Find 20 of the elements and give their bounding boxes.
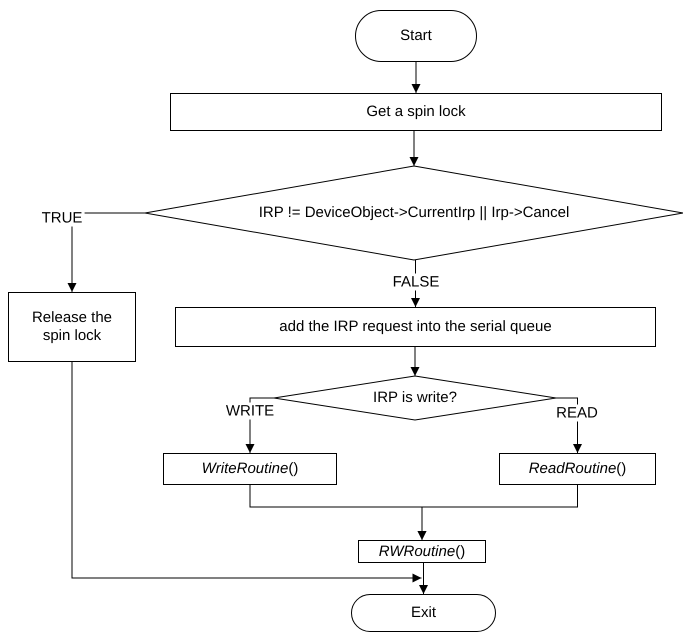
- arrow: [419, 562, 428, 594]
- arrow: [418, 484, 578, 540]
- edge-label: WRITE: [224, 402, 276, 420]
- decision-diamond: IRP is write?: [274, 376, 556, 420]
- process-box: add the IRP request into the serial queue: [175, 307, 656, 347]
- decision-diamond: IRP != DeviceObject->CurrentIrp || Irp->Cancel: [145, 166, 683, 260]
- edge-label: READ: [554, 404, 600, 422]
- edge-label: FALSE: [390, 274, 442, 290]
- arrow: [410, 346, 420, 376]
- process-box: Release the spin lock: [8, 292, 136, 362]
- start-terminal: Start: [355, 10, 477, 62]
- process-box: ReadRoutine(): [499, 453, 656, 485]
- end-terminal: Exit: [351, 594, 496, 632]
- arrow: [412, 62, 420, 94]
- process-box: Get a spin lock: [170, 93, 662, 131]
- process-box: RWRoutine(): [358, 540, 486, 563]
- arrow: [72, 362, 422, 582]
- edge-label: TRUE: [40, 210, 84, 226]
- process-box: WriteRoutine(): [163, 453, 337, 485]
- arrow: [410, 130, 418, 166]
